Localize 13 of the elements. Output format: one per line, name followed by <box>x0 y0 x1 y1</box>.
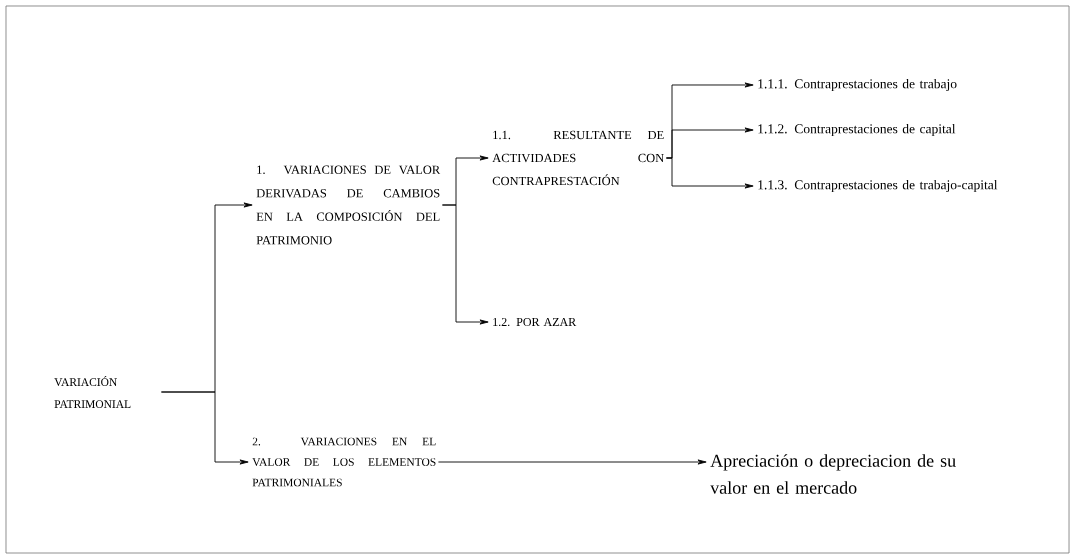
item-text: 1.1.1. Contraprestaciones de trabajo <box>758 78 957 92</box>
item-text: 1.1.2. Contraprestaciones de capital <box>758 123 956 137</box>
result-text: Apreciación o depreciacion de su valor en el mercado <box>710 454 956 494</box>
heading-text: 1. VARIACIONES DE VALOR DERIVADAS DE CAMBIOS EN LA COMPOSICIÓN DEL PATRIMONIO <box>256 165 441 245</box>
heading-text: 1.2. POR AZAR <box>493 317 577 327</box>
arrow <box>160 391 249 465</box>
root-text: VARIACIÓN PATRIMONIAL <box>54 376 131 408</box>
heading-text: 2. VARIACIONES EN EL VALOR DE LOS ELEMENTOS PATRIMONIALES <box>252 437 436 487</box>
heading-text: 1.1. RESULTANTE DE ACTIVIDADES CON CONTRAPRESTACIÓN <box>492 130 664 186</box>
item-text: 1.1.3. Contraprestaciones de trabajo-capital <box>758 179 998 193</box>
arrow <box>665 157 754 189</box>
arrow <box>437 459 707 465</box>
arrow <box>441 204 489 325</box>
